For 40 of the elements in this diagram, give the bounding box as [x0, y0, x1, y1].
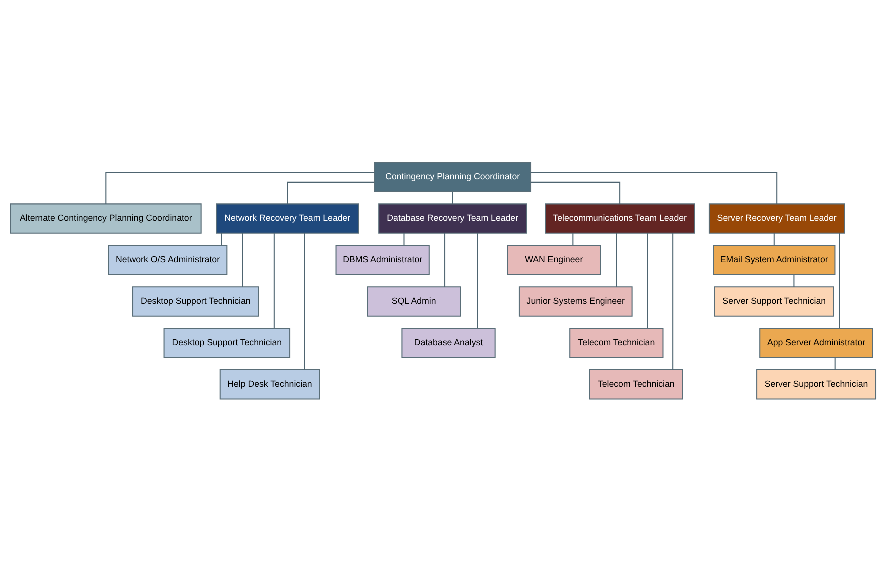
node-box: Telecom Technician: [589, 369, 684, 400]
connector: [531, 172, 778, 204]
node-box: Network O/S Administrator: [108, 244, 228, 275]
connector: [274, 233, 275, 328]
node-box: Server Recovery Team Leader: [708, 203, 846, 234]
node-box: Help Desk Technician: [220, 369, 320, 400]
connector: [444, 232, 446, 286]
node-box: Telecommunications Team Leader: [545, 203, 696, 234]
connector: [647, 233, 648, 328]
node-box: Contingency Planning Coordinator: [374, 162, 532, 192]
connector: [672, 233, 674, 370]
connector: [839, 233, 840, 328]
node-box: Database Analyst: [402, 328, 496, 358]
node-box: App Server Administrator: [760, 328, 874, 358]
connector: [106, 172, 375, 204]
node-box: Server Support Technician: [756, 369, 877, 400]
node-box: EMail System Administrator: [713, 244, 836, 275]
node-box: Network Recovery Team Leader: [216, 203, 360, 234]
connector: [616, 232, 618, 286]
node-box: Telecom Technician: [570, 328, 664, 358]
connector: [304, 233, 306, 370]
connector: [287, 181, 375, 204]
connector: [221, 233, 222, 246]
connector: [572, 233, 574, 246]
node-box: Database Recovery Team Leader: [378, 203, 528, 234]
connector: [452, 192, 454, 204]
connector: [794, 274, 795, 287]
connector: [531, 181, 621, 204]
node-box: Server Support Technician: [714, 286, 834, 316]
node-box: Junior Systems Engineer: [518, 286, 633, 316]
connector: [242, 232, 244, 286]
connector: [774, 233, 775, 246]
connector: [834, 357, 836, 370]
node-box: Alternate Contingency Planning Coordinator: [10, 203, 202, 234]
node-box: DBMS Administrator: [336, 244, 430, 275]
connector: [404, 233, 405, 246]
node-box: Desktop Support Technician: [164, 328, 291, 358]
node-box: Desktop Support Technician: [132, 286, 260, 316]
node-box: WAN Engineer: [507, 244, 602, 275]
node-box: SQL Admin: [367, 286, 462, 316]
